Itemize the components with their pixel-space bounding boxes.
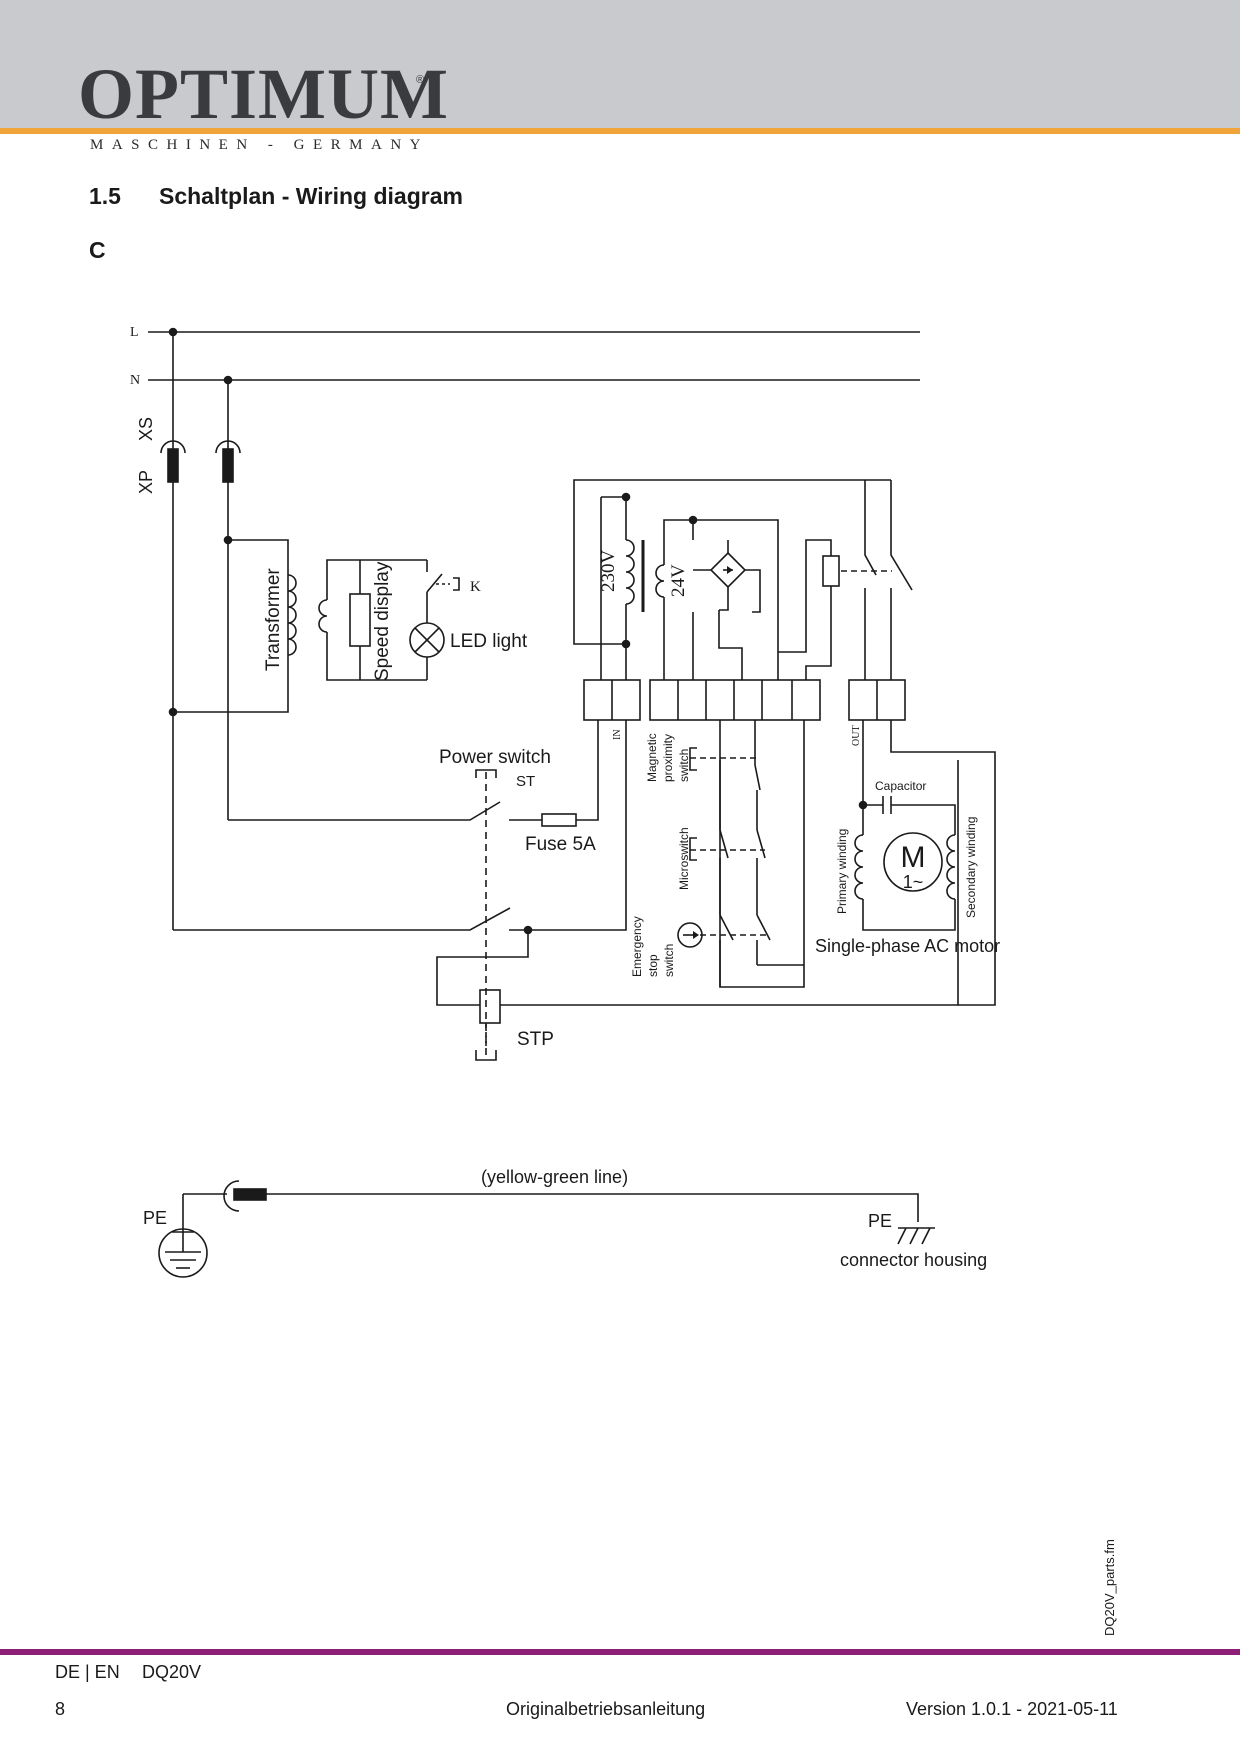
pe-right-label: PE xyxy=(868,1211,892,1231)
logo-tagline: MASCHINEN - GERMANY xyxy=(90,137,430,153)
contact-k-label: K xyxy=(470,579,481,595)
speed-display-label: Speed display xyxy=(372,561,393,681)
header-accent-rule xyxy=(0,128,1240,134)
terminal-out-label: OUT xyxy=(851,725,862,746)
footer-language: DE | EN xyxy=(55,1662,120,1682)
estop-label-1: Emergency xyxy=(630,916,644,977)
socket-xs-label: XS xyxy=(136,417,156,441)
terminal-in-label: IN xyxy=(612,729,623,740)
header-band xyxy=(0,0,1240,130)
pe-left-label: PE xyxy=(143,1208,167,1228)
footer-rule xyxy=(0,1649,1240,1655)
optimum-logo: OPTIMUM xyxy=(78,54,449,134)
footer-model: DQ20V xyxy=(142,1662,202,1682)
line-n-label: N xyxy=(130,373,140,388)
transformer-label: Transformer xyxy=(263,568,284,671)
plug-socket-connector xyxy=(160,332,241,930)
motor-phase-symbol: 1~ xyxy=(903,872,924,892)
capacitor-label: Capacitor xyxy=(875,779,926,793)
estop-label-3: switch xyxy=(662,944,676,977)
fuse-label: Fuse 5A xyxy=(525,834,596,855)
single-phase-motor xyxy=(854,720,996,1006)
protective-earth xyxy=(158,1180,935,1278)
yellow-green-line-label: (yellow-green line) xyxy=(481,1167,628,1187)
led-light-label: LED light xyxy=(450,631,528,652)
mains-lines xyxy=(148,327,920,385)
motor-symbol: M xyxy=(901,841,926,874)
magnetic-switch-label-3: switch xyxy=(677,749,691,782)
footer-doc-type: Originalbetriebsanleitung xyxy=(506,1699,706,1719)
plug-xp-label: XP xyxy=(136,470,156,494)
footer-version: Version 1.0.1 - 2021-05-11 xyxy=(906,1699,1118,1719)
section-number: 1.5 xyxy=(89,183,121,209)
motor-label: Single-phase AC motor xyxy=(815,936,1000,956)
estop-label-2: stop xyxy=(646,954,660,977)
magnetic-switch-label-2: proximity xyxy=(661,734,675,782)
transformer-circuit xyxy=(168,535,460,717)
safety-switches xyxy=(677,720,805,988)
page-number: 8 xyxy=(55,1699,66,1719)
diagram-variant: C xyxy=(89,237,106,263)
voltage-24v-label: 24V xyxy=(668,564,689,597)
control-board xyxy=(573,479,913,721)
voltage-230v-label: 230V xyxy=(598,550,619,593)
power-switch-st-label: ST xyxy=(516,773,535,790)
stp-label: STP xyxy=(517,1029,554,1050)
section-title: Schaltplan - Wiring diagram xyxy=(159,183,463,209)
magnetic-switch-label-1: Magnetic xyxy=(645,733,659,782)
secondary-winding-label: Secondary winding xyxy=(964,817,978,918)
source-file-label: DQ20V_parts.fm xyxy=(1102,1539,1117,1636)
power-switch-label: Power switch xyxy=(439,747,551,768)
primary-winding-label: Primary winding xyxy=(835,829,849,914)
registered-mark: ® xyxy=(416,74,425,86)
microswitch-label: Microswitch xyxy=(677,827,691,890)
connector-housing-label: connector housing xyxy=(840,1250,987,1270)
line-l-label: L xyxy=(130,325,139,340)
